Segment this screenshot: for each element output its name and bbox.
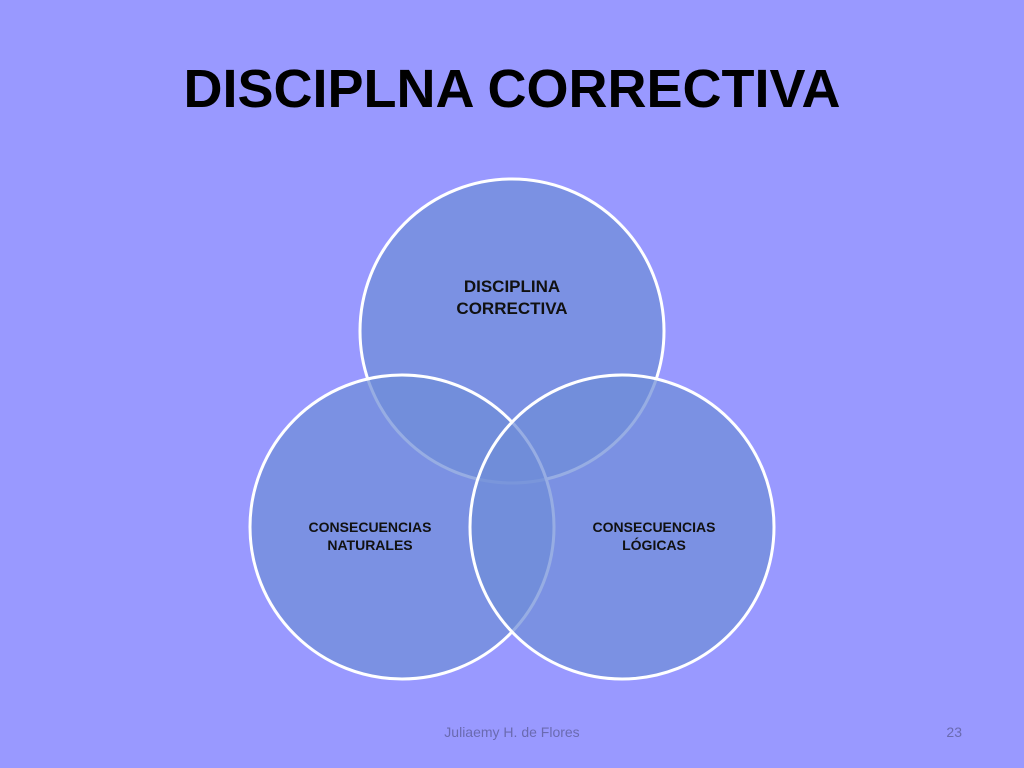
- venn-label-top: DISCIPLINA CORRECTIVA: [412, 276, 612, 320]
- venn-label-right: CONSECUENCIAS LÓGICAS: [569, 518, 739, 554]
- venn-label-left-line1: CONSECUENCIAS: [308, 519, 432, 535]
- venn-label-top-line2: CORRECTIVA: [456, 299, 568, 319]
- footer-author: Juliaemy H. de Flores: [444, 724, 580, 740]
- page-number: 23: [946, 724, 962, 740]
- venn-label-right-line2: LÓGICAS: [622, 537, 686, 554]
- venn-circle-right: [468, 373, 776, 681]
- slide-title: DISCIPLNA CORRECTIVA: [183, 59, 841, 119]
- venn-label-top-line1: DISCIPLINA: [463, 277, 561, 296]
- venn-label-left-line2: NATURALES: [327, 537, 413, 554]
- venn-label-left: CONSECUENCIAS NATURALES: [285, 518, 455, 554]
- venn-label-right-line1: CONSECUENCIAS: [592, 519, 716, 535]
